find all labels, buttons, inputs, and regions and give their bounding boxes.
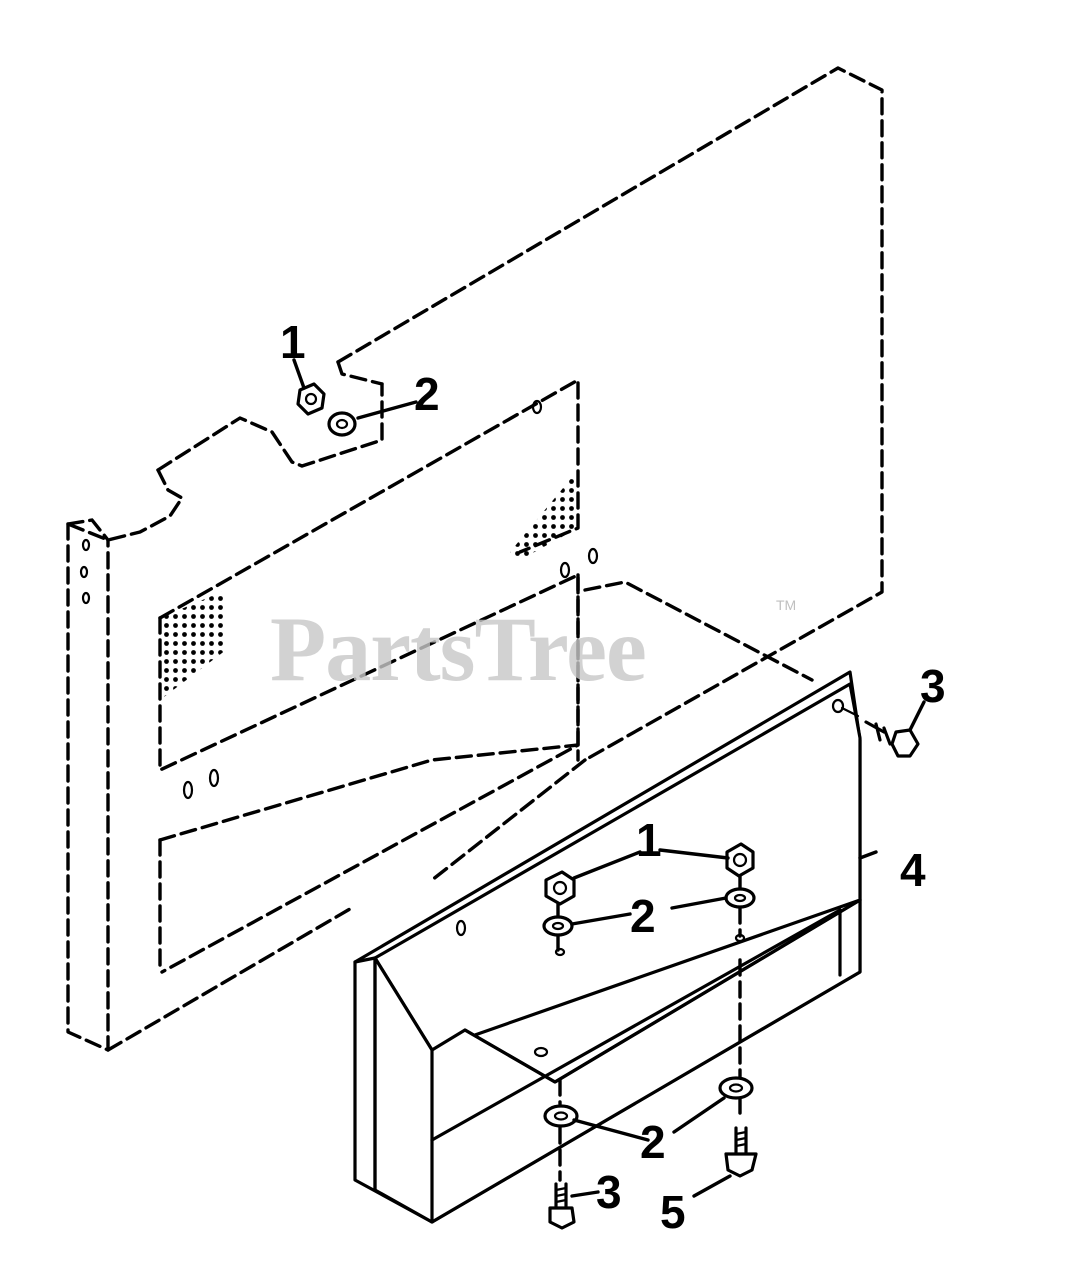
screw-icon: [724, 1126, 758, 1178]
callout-2: 2: [414, 368, 440, 420]
washer-icon: [718, 1076, 754, 1100]
nut-icon: [725, 842, 755, 878]
callout-1: 1: [280, 316, 306, 368]
bolt-icon: [840, 706, 920, 758]
leader-lines: [292, 358, 926, 1198]
callout-5: 5: [660, 1186, 686, 1238]
callout-3: 3: [596, 1166, 622, 1218]
callout-1: 1: [636, 814, 662, 866]
callout-4: 4: [900, 844, 926, 896]
watermark: PartsTree TM: [270, 597, 796, 700]
bolt-icon: [548, 1182, 576, 1230]
nut-icon: [296, 382, 326, 416]
watermark-text: PartsTree: [270, 598, 646, 700]
callout-3: 3: [920, 660, 946, 712]
nut-icon: [544, 870, 576, 906]
hardware: [296, 382, 920, 1230]
callout-2: 2: [640, 1116, 666, 1168]
callout-2: 2: [630, 890, 656, 942]
bracket-part-4: [353, 670, 862, 1224]
washer-icon: [327, 411, 357, 437]
washer-icon: [543, 1104, 579, 1128]
washer-icon: [542, 915, 574, 937]
washer-icon: [724, 887, 756, 909]
watermark-trademark: TM: [776, 597, 796, 613]
phantom-panel: [66, 66, 884, 1052]
callout-numbers: 1 2 3 4 1 2 2 3 5: [280, 316, 946, 1238]
